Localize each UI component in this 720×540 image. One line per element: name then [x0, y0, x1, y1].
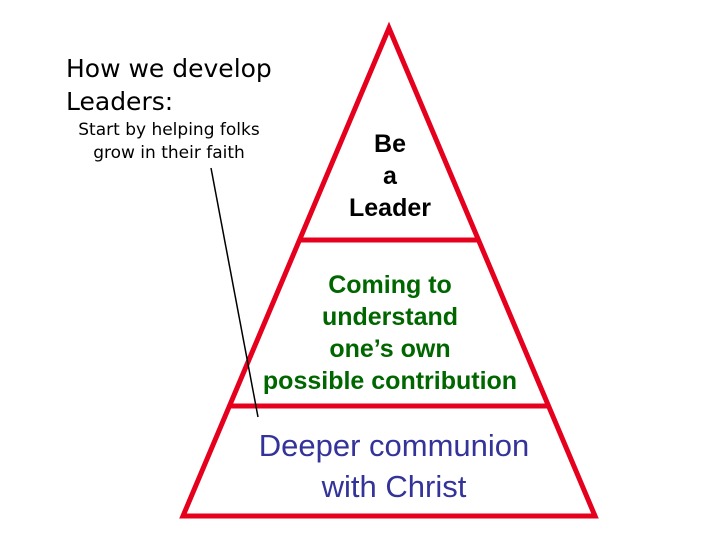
tier-bottom-line: with Christ [321, 469, 467, 504]
tier-middle-line: one’s own [329, 335, 451, 363]
callout-line [210, 167, 259, 418]
tier-bottom-label: Deeper communion with Christ [220, 425, 568, 507]
subtitle-line-1: Start by helping folks [78, 120, 260, 140]
tier-top-label: Be a Leader [320, 128, 460, 224]
slide-title: How we develop Leaders: [66, 52, 306, 118]
tier-top-line: Leader [349, 194, 431, 222]
tier-middle-label: Coming to understand one’s own possible … [230, 269, 550, 397]
tier-middle-line: possible contribution [262, 367, 518, 395]
pyramid-outline [179, 21, 599, 519]
tier-bottom-line: Deeper communion [258, 428, 530, 463]
title-line-2: Leaders: [66, 87, 174, 116]
slide-subtitle: Start by helping folks grow in their fai… [64, 119, 274, 165]
tier-middle-line: understand [321, 303, 459, 331]
subtitle-line-2: grow in their faith [93, 143, 245, 163]
tier-top-line: a [383, 162, 397, 190]
tier-middle-line: Coming to [328, 271, 452, 299]
tier-top-line: Be [374, 130, 406, 158]
title-line-1: How we develop [66, 54, 272, 83]
